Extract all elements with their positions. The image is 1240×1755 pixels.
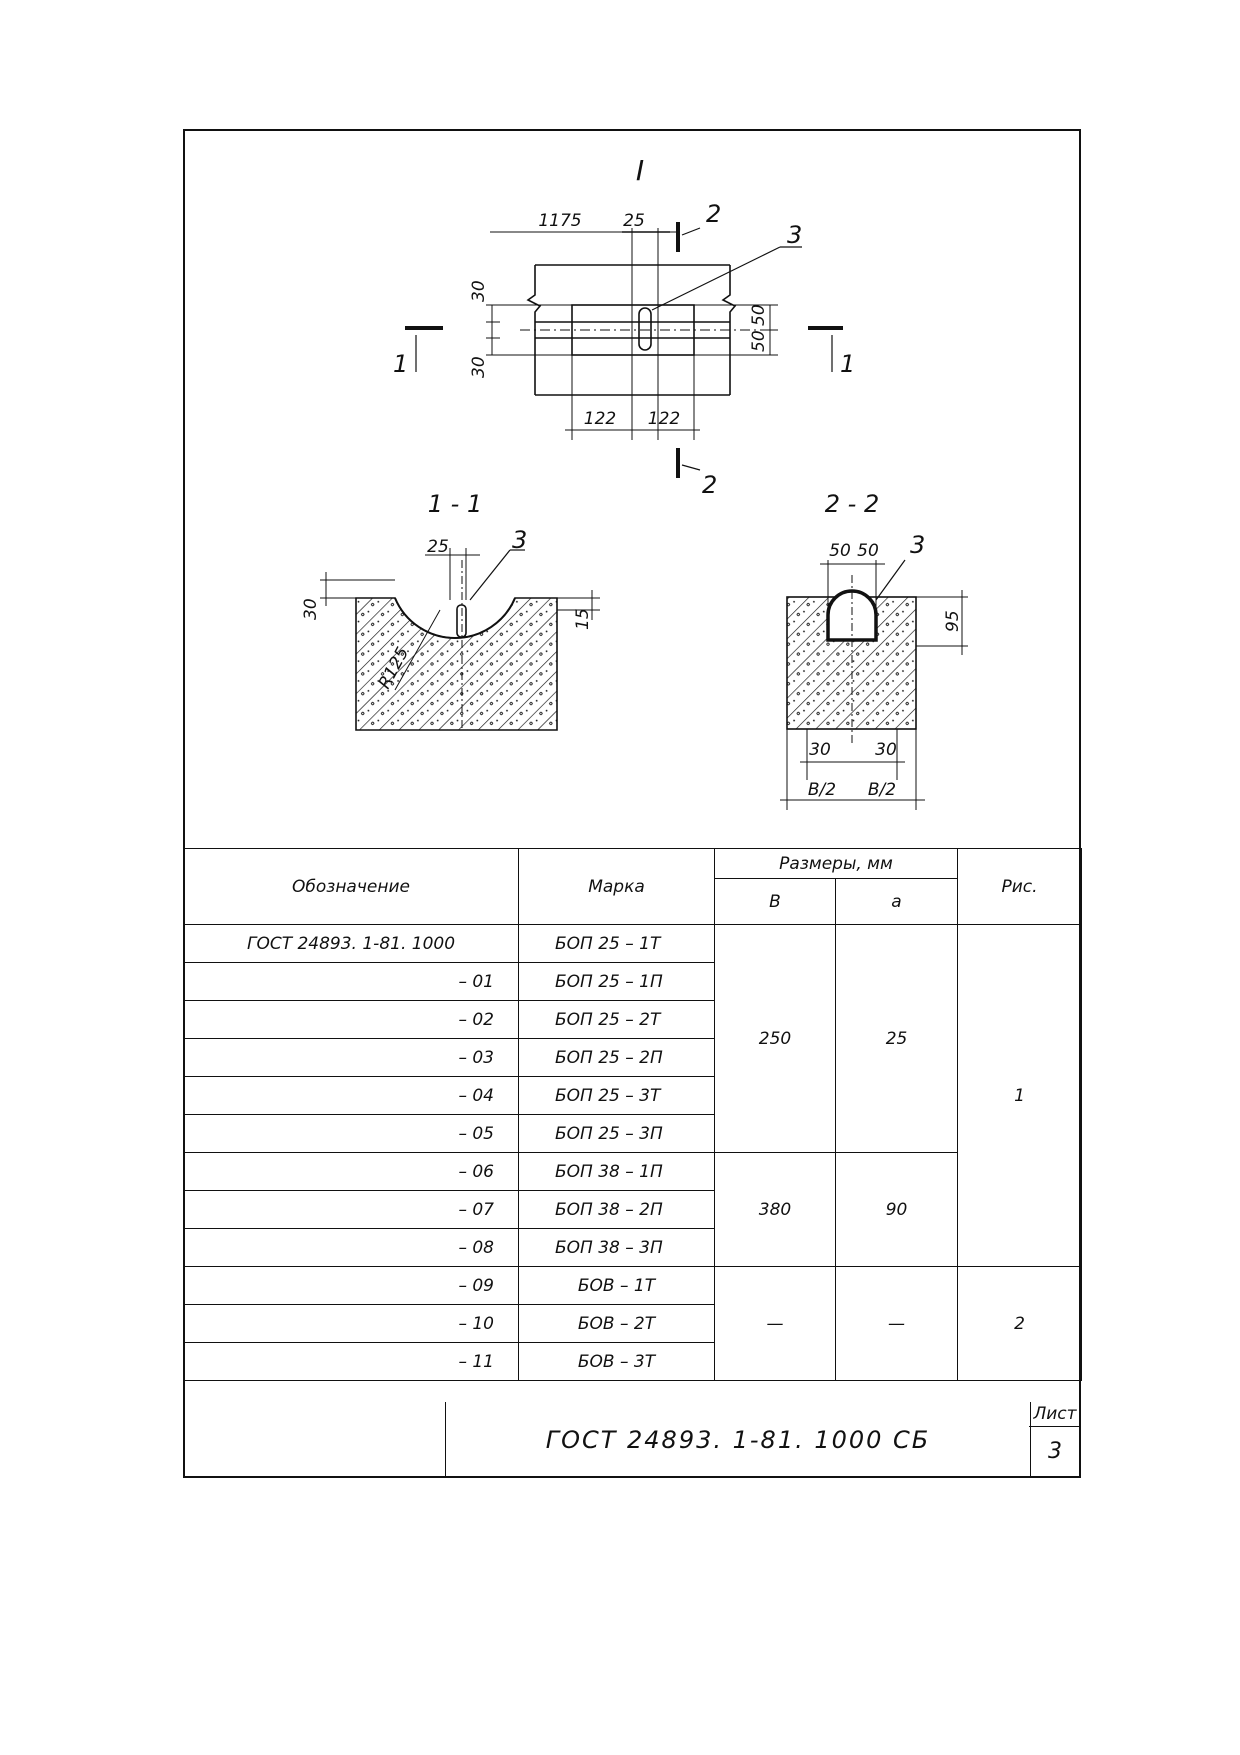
dim-50-a: 50: [749, 304, 769, 326]
fig-number: 2: [957, 1266, 1083, 1381]
row-mark: БОП 25 – 2П: [518, 1038, 715, 1077]
row-designation: – 04: [183, 1076, 519, 1115]
row-designation: ГОСТ 24893. 1-81. 1000: [183, 924, 519, 963]
callout-3-s11: 3: [512, 526, 527, 554]
row-mark: БОВ – 2Т: [518, 1304, 715, 1343]
document-code: ГОСТ 24893. 1-81. 1000 СБ: [445, 1402, 1031, 1478]
section-1-1: [320, 548, 600, 731]
section-mark-1-left: 1: [393, 350, 408, 378]
row-designation: – 06: [183, 1152, 519, 1191]
header-mark: Марка: [518, 848, 715, 925]
s22-dim-30a: 30: [809, 740, 831, 760]
row-designation: – 07: [183, 1190, 519, 1229]
dim-122-b: 122: [648, 409, 680, 429]
dim-30-top: 30: [469, 280, 489, 302]
row-designation: – 02: [183, 1000, 519, 1039]
section-2-2-title: 2 - 2: [825, 490, 879, 518]
spec-table: Обозначение Марка Размеры, мм Рис. B a Г…: [183, 848, 1083, 1381]
row-mark: БОП 25 – 1П: [518, 962, 715, 1001]
dim-25: 25: [623, 211, 645, 231]
s22-dim-b2a: B/2: [808, 780, 836, 800]
drawing-sheet: [183, 129, 1081, 1478]
row-mark: БОП 25 – 3П: [518, 1114, 715, 1153]
row-designation: – 05: [183, 1114, 519, 1153]
header-sizes: Размеры, мм: [713, 848, 959, 879]
table-row: ГОСТ 24893. 1-81. 1000 БОП 25 – 1Т 250 2…: [183, 924, 1083, 1267]
row-mark: БОП 25 – 3Т: [518, 1076, 715, 1115]
row-designation: – 08: [183, 1228, 519, 1267]
s11-dim-15: 15: [573, 608, 593, 630]
row-mark: БОП 25 – 1Т: [518, 924, 715, 963]
s22-dim-50b: 50: [857, 541, 879, 561]
row-mark: БОП 38 – 1П: [518, 1152, 715, 1191]
row-designation: – 10: [183, 1304, 519, 1343]
plan-view: [405, 222, 843, 478]
table-row: – 09 БОВ – 1Т — — 2: [183, 1266, 1083, 1381]
header-a: a: [834, 878, 959, 925]
section-mark-1-right: 1: [840, 350, 855, 378]
row-designation: – 09: [183, 1266, 519, 1305]
detail-label: I: [636, 154, 644, 187]
fig-number: 1: [957, 924, 1083, 1267]
dim-30-bottom: 30: [469, 356, 489, 378]
s22-dim-b2b: B/2: [868, 780, 896, 800]
group-B: —: [714, 1266, 836, 1381]
sheet-label: Лист: [1029, 1402, 1081, 1427]
row-mark: БОП 25 – 2Т: [518, 1000, 715, 1039]
dim-122-a: 122: [584, 409, 616, 429]
group-a: —: [834, 1266, 959, 1381]
group-a: 90: [834, 1152, 959, 1267]
row-mark: БОВ – 1Т: [518, 1266, 715, 1305]
row-mark: БОП 38 – 3П: [518, 1228, 715, 1267]
table-row: – 06 БОП 38 – 1П 380 90: [183, 1152, 1082, 1267]
row-designation: – 11: [183, 1342, 519, 1381]
callout-3-plan: 3: [787, 221, 802, 249]
row-mark: БОП 38 – 2П: [518, 1190, 715, 1229]
row-mark: БОВ – 3Т: [518, 1342, 715, 1381]
s11-dim-25: 25: [427, 537, 449, 557]
sheet-number: 3: [1048, 1439, 1062, 1464]
s11-dim-30: 30: [301, 598, 321, 620]
dim-1175: 1175: [538, 211, 581, 231]
section-mark-2-bottom: 2: [702, 471, 717, 499]
dim-50-b: 50: [749, 330, 769, 352]
header-designation: Обозначение: [183, 848, 519, 925]
header-fig: Рис.: [957, 848, 1083, 925]
s22-dim-50a: 50: [829, 541, 851, 561]
row-designation: – 01: [183, 962, 519, 1001]
group-B: 250: [714, 924, 836, 1153]
s22-dim-30b: 30: [875, 740, 897, 760]
header-B: B: [714, 878, 836, 925]
section-mark-2-top: 2: [706, 200, 721, 228]
group-B: 380: [714, 1152, 836, 1267]
callout-3-s22: 3: [910, 531, 925, 559]
title-block: ГОСТ 24893. 1-81. 1000 СБ Лист 3: [183, 1402, 1081, 1478]
row-designation: – 03: [183, 1038, 519, 1077]
section-1-1-title: 1 - 1: [428, 490, 482, 518]
s22-dim-95: 95: [943, 610, 963, 632]
section-2-2: [780, 559, 968, 810]
group-a: 25: [834, 924, 959, 1153]
